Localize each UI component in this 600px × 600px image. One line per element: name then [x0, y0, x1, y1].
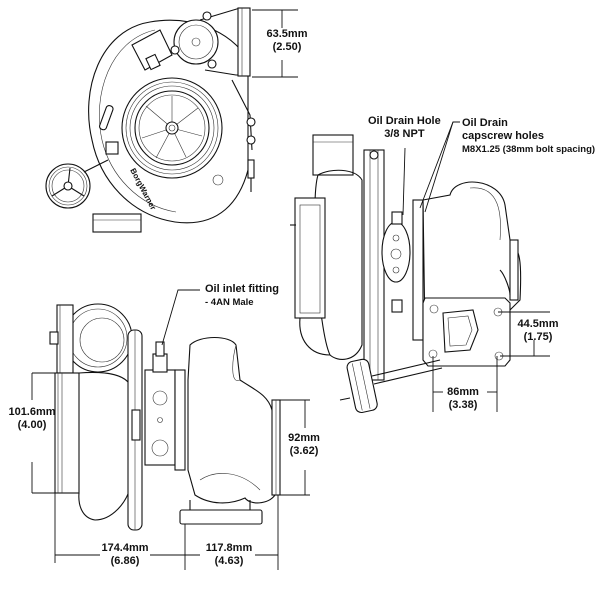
callout-detail: - 4AN Male — [205, 297, 254, 308]
dimension-in: (1.75) — [523, 331, 553, 343]
callout-oil-inlet: Oil inlet fitting - 4AN Male — [205, 283, 279, 309]
callout-title: Oil Drain — [462, 117, 508, 129]
callout-title: Oil Drain Hole — [368, 115, 441, 127]
dimension-lines-overall — [54, 493, 279, 570]
dimension-mm: 117.8mm — [205, 542, 253, 554]
dimension-label-flange-height: 44.5mm (1.75) — [512, 318, 564, 344]
callout-detail: 3/8 NPT — [384, 128, 425, 140]
rear-three-quarter-view — [290, 134, 522, 414]
dimension-lines-inlet — [31, 372, 55, 494]
dimension-mm: 63.5mm — [266, 28, 308, 40]
dimension-in: (2.50) — [272, 41, 302, 53]
dimension-label-compressor-outlet: 63.5mm (2.50) — [262, 28, 312, 54]
dimension-label-compressor-inlet: 101.6mm (4.00) — [3, 406, 61, 432]
dimension-mm: 101.6mm — [8, 406, 56, 418]
dimension-label-turbine-outlet: 92mm (3.62) — [282, 432, 326, 458]
callout-title: Oil inlet fitting — [205, 283, 279, 295]
dimension-in: (3.62) — [289, 445, 319, 457]
dimension-mm: 44.5mm — [517, 318, 559, 330]
dimension-lines-turbine-outlet — [280, 399, 310, 496]
dimension-lines-outlet — [252, 9, 298, 78]
dimension-in: (3.38) — [448, 399, 478, 411]
dimension-mm: 86mm — [447, 386, 479, 398]
compressor-front-view: BorgWarner — [45, 7, 256, 233]
dimension-in: (4.63) — [214, 555, 244, 567]
callout-line2: capscrew holes — [462, 130, 544, 142]
dimension-in: (6.86) — [110, 555, 140, 567]
callout-detail: M8X1.25 (38mm bolt spacing) — [462, 144, 596, 155]
callout-oil-drain-capscrew: Oil Drain capscrew holes M8X1.25 (38mm b… — [462, 117, 595, 156]
leader-lines-oil-drain — [402, 121, 460, 216]
leader-line-oil-inlet — [161, 289, 200, 346]
side-view — [49, 303, 281, 531]
callout-oil-drain-hole: Oil Drain Hole 3/8 NPT — [368, 115, 441, 141]
dimension-lines-flange — [432, 311, 550, 412]
dimension-label-overall-turbine: 117.8mm (4.63) — [202, 542, 256, 568]
dimension-label-flange-width: 86mm (3.38) — [440, 386, 486, 412]
dimension-mm: 92mm — [288, 432, 320, 444]
dimension-in: (4.00) — [17, 419, 47, 431]
dimension-label-overall-compressor: 174.4mm (6.86) — [98, 542, 152, 568]
dimension-mm: 174.4mm — [101, 542, 149, 554]
